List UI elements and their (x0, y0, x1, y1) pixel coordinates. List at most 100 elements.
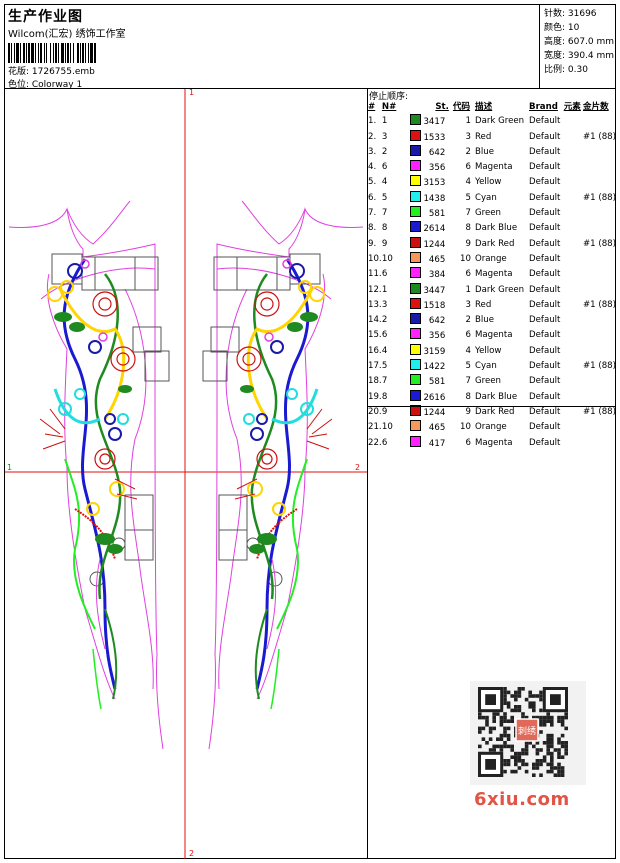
color-swatch (410, 190, 422, 202)
row-needle: 5 (381, 361, 388, 372)
stitch-count: 针数: 31696 (544, 9, 597, 19)
row-stitches: 2614 (423, 224, 446, 235)
row-code: 5 (465, 361, 471, 372)
row-element (564, 130, 583, 145)
row-code: 4 (465, 345, 471, 356)
row-needle: 4 (381, 345, 388, 356)
row-brand: Default (529, 269, 561, 280)
row-element (564, 145, 583, 160)
row-index: 1. (368, 116, 377, 127)
row-description: Green (474, 376, 501, 387)
design-width: 宽度: 390.4 mm (544, 51, 615, 61)
row-stitches: 1438 (423, 193, 446, 204)
embroidery-preview: 1 2 1 2 (5, 88, 367, 859)
row-code: 4 (465, 177, 471, 188)
row-stitches: 417 (428, 438, 446, 449)
row-stitches: 356 (428, 331, 446, 342)
row-code: 2 (465, 146, 471, 157)
row-needle: 9 (381, 238, 388, 249)
row-description: Red (474, 131, 492, 142)
row-index: 21. (368, 422, 382, 433)
row-sequins: #1 (88) (582, 192, 616, 203)
row-index: 10. (368, 253, 382, 264)
row-needle: 7 (381, 376, 388, 387)
row-code: 5 (465, 192, 471, 203)
row-code: 9 (465, 238, 471, 249)
design-height: 高度: 607.0 mm (544, 37, 615, 47)
row-stitches: 3153 (423, 178, 446, 189)
row-brand: Default (529, 208, 561, 219)
color-swatch (410, 374, 422, 386)
row-stitches: 384 (428, 270, 446, 281)
row-index: 3. (368, 146, 377, 157)
row-element (564, 436, 583, 451)
color-swatch (410, 328, 422, 340)
row-index: 18. (368, 376, 382, 387)
row-needle: 2 (381, 146, 388, 157)
row-brand: Default (529, 406, 561, 417)
row-brand: Default (529, 437, 561, 448)
col-header-sequins: 金片数 (582, 102, 609, 112)
row-code: 7 (465, 208, 471, 219)
axis-right-label: 2 (355, 463, 360, 472)
row-sequins (583, 436, 616, 451)
color-swatch (410, 282, 422, 294)
row-sequins (583, 114, 616, 129)
sheet-frame (4, 4, 616, 859)
row-description: Blue (474, 315, 494, 326)
row-brand: Default (529, 284, 561, 295)
row-stitches: 356 (428, 163, 446, 174)
row-index: 15. (368, 330, 382, 341)
color-swatch (410, 297, 422, 309)
stats-box: 针数: 31696 颜色: 10 高度: 607.0 mm 宽度: 390.4 … (539, 4, 616, 88)
row-code: 6 (465, 330, 471, 341)
row-element (564, 175, 583, 190)
axis-bottom-label: 2 (189, 849, 194, 858)
row-brand: Default (529, 391, 561, 402)
color-swatch (410, 313, 422, 325)
row-needle: 2 (381, 315, 388, 326)
row-sequins (583, 206, 616, 221)
color-swatch (410, 160, 422, 172)
row-brand: Default (529, 131, 561, 142)
panel-section-divider (368, 406, 616, 407)
row-stitches: 1244 (423, 239, 446, 250)
row-index: 16. (368, 345, 382, 356)
row-sequins (583, 160, 616, 175)
col-header-description: 描述 (474, 102, 493, 112)
color-swatch (410, 175, 422, 187)
row-sequins (583, 374, 616, 389)
row-sequins: #1 (88) (582, 406, 616, 417)
row-code: 8 (465, 391, 471, 402)
row-index: 20. (368, 406, 382, 417)
panel-divider (367, 89, 368, 859)
row-brand: Default (529, 345, 561, 356)
row-index: 2. (368, 131, 377, 142)
row-element (564, 114, 583, 129)
row-description: Cyan (474, 192, 497, 203)
row-element (564, 221, 583, 236)
row-element (564, 374, 583, 389)
row-code: 6 (465, 269, 471, 280)
row-stitches: 581 (428, 209, 446, 220)
stop-sequence-title: 停止顺序: (369, 92, 409, 102)
colorway-label: 色位: Colorway 1 (8, 80, 83, 90)
row-stitches: 642 (428, 147, 446, 158)
row-index: 22. (368, 437, 382, 448)
row-description: Green (474, 208, 501, 219)
color-swatch (410, 420, 422, 432)
row-stitches: 3159 (423, 346, 446, 357)
row-element (564, 390, 583, 405)
right-embroidery-panel (201, 199, 365, 751)
header-left: 生产作业图 Wilcom(汇宏) 绣饰工作室 花版: 1726755.emb 色… (5, 5, 539, 90)
row-index: 14. (368, 315, 382, 326)
color-swatch (410, 359, 422, 371)
